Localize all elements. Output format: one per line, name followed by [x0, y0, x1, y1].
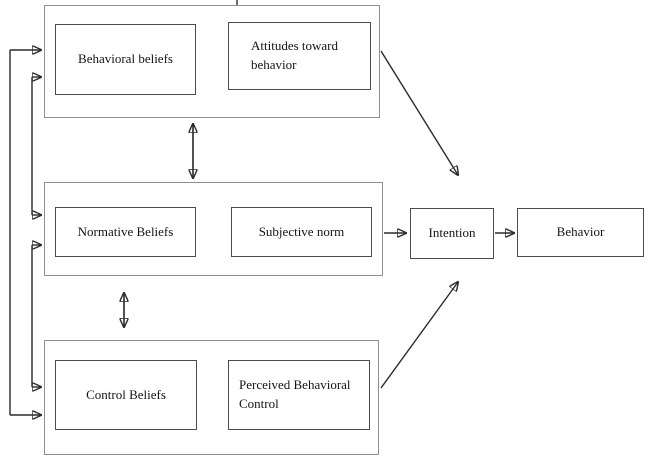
node-perceived-behavioral-control: Perceived Behavioral Control: [228, 360, 370, 430]
node-control-beliefs: Control Beliefs: [55, 360, 197, 430]
node-perceived-behavioral-control-label: Perceived Behavioral Control: [239, 377, 351, 411]
node-behavioral-beliefs: Behavioral beliefs: [55, 24, 196, 95]
node-subjective-norm: Subjective norm: [231, 207, 372, 257]
node-normative-beliefs-label: Normative Beliefs: [77, 223, 174, 239]
left-loop-behavioral-control: [9, 50, 41, 415]
left-loop-behavioral-normative: [31, 77, 41, 215]
node-attitudes-toward-behavior: Attitudes toward behavior: [228, 22, 371, 90]
arrow-attitudes-to-intention: [380, 50, 458, 175]
node-normative-beliefs: Normative Beliefs: [55, 207, 196, 257]
node-attitudes-toward-behavior-label: Attitudes toward behavior: [251, 38, 339, 72]
node-control-beliefs-label: Control Beliefs: [86, 386, 166, 402]
node-subjective-norm-label: Subjective norm: [258, 223, 345, 239]
node-intention-label: Intention: [428, 225, 476, 241]
left-loop-normative-control: [31, 245, 41, 387]
node-behavior: Behavior: [517, 208, 644, 257]
node-intention: Intention: [410, 208, 494, 259]
node-behavior-label: Behavior: [556, 224, 605, 240]
node-behavioral-beliefs-label: Behavioral beliefs: [78, 51, 173, 67]
arrow-perceived-control-to-intention: [380, 282, 458, 389]
